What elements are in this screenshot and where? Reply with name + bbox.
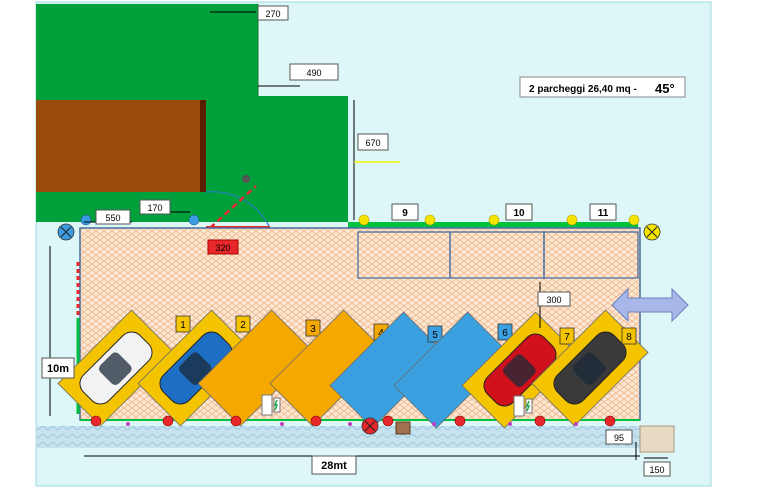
double-arrow-icon xyxy=(611,287,689,323)
upper-spot-11 xyxy=(543,231,639,279)
title-text: 2 parcheggi 26,40 mq - xyxy=(529,84,637,95)
dim-box-d550 xyxy=(95,209,131,225)
dim-label-d28mt: 28mt xyxy=(321,460,347,472)
bollard-red xyxy=(382,415,394,427)
dim-label-d320: 320 xyxy=(215,243,230,253)
upper-spot-label-9: 9 xyxy=(402,208,408,219)
marker-purple xyxy=(126,422,130,426)
lamp-post-icon xyxy=(242,175,250,183)
dim-box-d670 xyxy=(357,133,389,151)
marker-purple xyxy=(574,422,578,426)
dim-box-d300 xyxy=(537,291,571,307)
light-yellow xyxy=(628,214,640,226)
dim-label-d270: 270 xyxy=(265,9,280,19)
dim-box-d150 xyxy=(643,461,671,477)
dim-label-d10m: 10m xyxy=(47,363,69,375)
upper-spot-label-10: 10 xyxy=(513,208,525,219)
light-yellow xyxy=(488,214,500,226)
ev-charger-icon xyxy=(513,395,533,417)
title-box xyxy=(519,76,686,98)
light-yellow xyxy=(424,214,436,226)
dim-label-d170: 170 xyxy=(147,203,162,213)
dim-box-d170 xyxy=(139,199,171,215)
parking-spot-2[interactable] xyxy=(137,309,255,427)
light-yellow xyxy=(566,214,578,226)
spot-label-3: 3 xyxy=(310,324,316,335)
parking-spot-7[interactable] xyxy=(461,311,579,429)
marker-purple xyxy=(508,422,512,426)
marker-purple xyxy=(348,422,352,426)
gate-icon xyxy=(395,421,411,435)
light-blue xyxy=(188,214,200,226)
dim-label-d95: 95 xyxy=(614,433,624,443)
dim-box-d95 xyxy=(605,429,633,445)
building xyxy=(36,100,204,192)
angle-text: 45° xyxy=(655,81,675,96)
gate-swing-arc xyxy=(205,191,271,229)
sidewalk xyxy=(36,426,640,448)
dim-label-d550: 550 xyxy=(105,213,120,223)
spot-label-4: 4 xyxy=(378,328,384,339)
spot-label-6: 6 xyxy=(502,328,508,339)
spot-label-1: 1 xyxy=(180,320,186,331)
dim-box-d28mt xyxy=(311,455,357,475)
dim-label-d490: 490 xyxy=(306,68,321,78)
bollard-red xyxy=(310,415,322,427)
spot-label-5: 5 xyxy=(432,330,438,341)
bollard-red xyxy=(162,415,174,427)
dim-box-d320 xyxy=(207,239,239,255)
marker-purple xyxy=(432,422,436,426)
dim-box-d10m xyxy=(41,357,75,379)
dim-label-d300: 300 xyxy=(546,295,561,305)
bollard-red xyxy=(454,415,466,427)
dim-box-d270 xyxy=(257,5,289,21)
marker-purple xyxy=(280,422,284,426)
spot-label-8: 8 xyxy=(626,332,632,343)
gate-dashed-line xyxy=(209,185,257,229)
parking-spot-8[interactable] xyxy=(531,309,649,427)
bollard-red xyxy=(534,415,546,427)
dim-box-d490 xyxy=(289,63,339,81)
bollard-red xyxy=(90,415,102,427)
spot-label-7: 7 xyxy=(564,332,570,343)
parking-spot-1[interactable] xyxy=(57,309,175,427)
entrance-block xyxy=(639,425,675,453)
dim-label-d150: 150 xyxy=(649,465,664,475)
bollard-red xyxy=(604,415,616,427)
spot-label-2: 2 xyxy=(240,320,246,331)
light-yellow xyxy=(358,214,370,226)
light-blue xyxy=(80,214,92,226)
dim-label-d670: 670 xyxy=(365,138,380,148)
bollard-red xyxy=(230,415,242,427)
ev-charger-icon xyxy=(261,394,281,416)
upper-spot-label-11: 11 xyxy=(598,208,609,219)
